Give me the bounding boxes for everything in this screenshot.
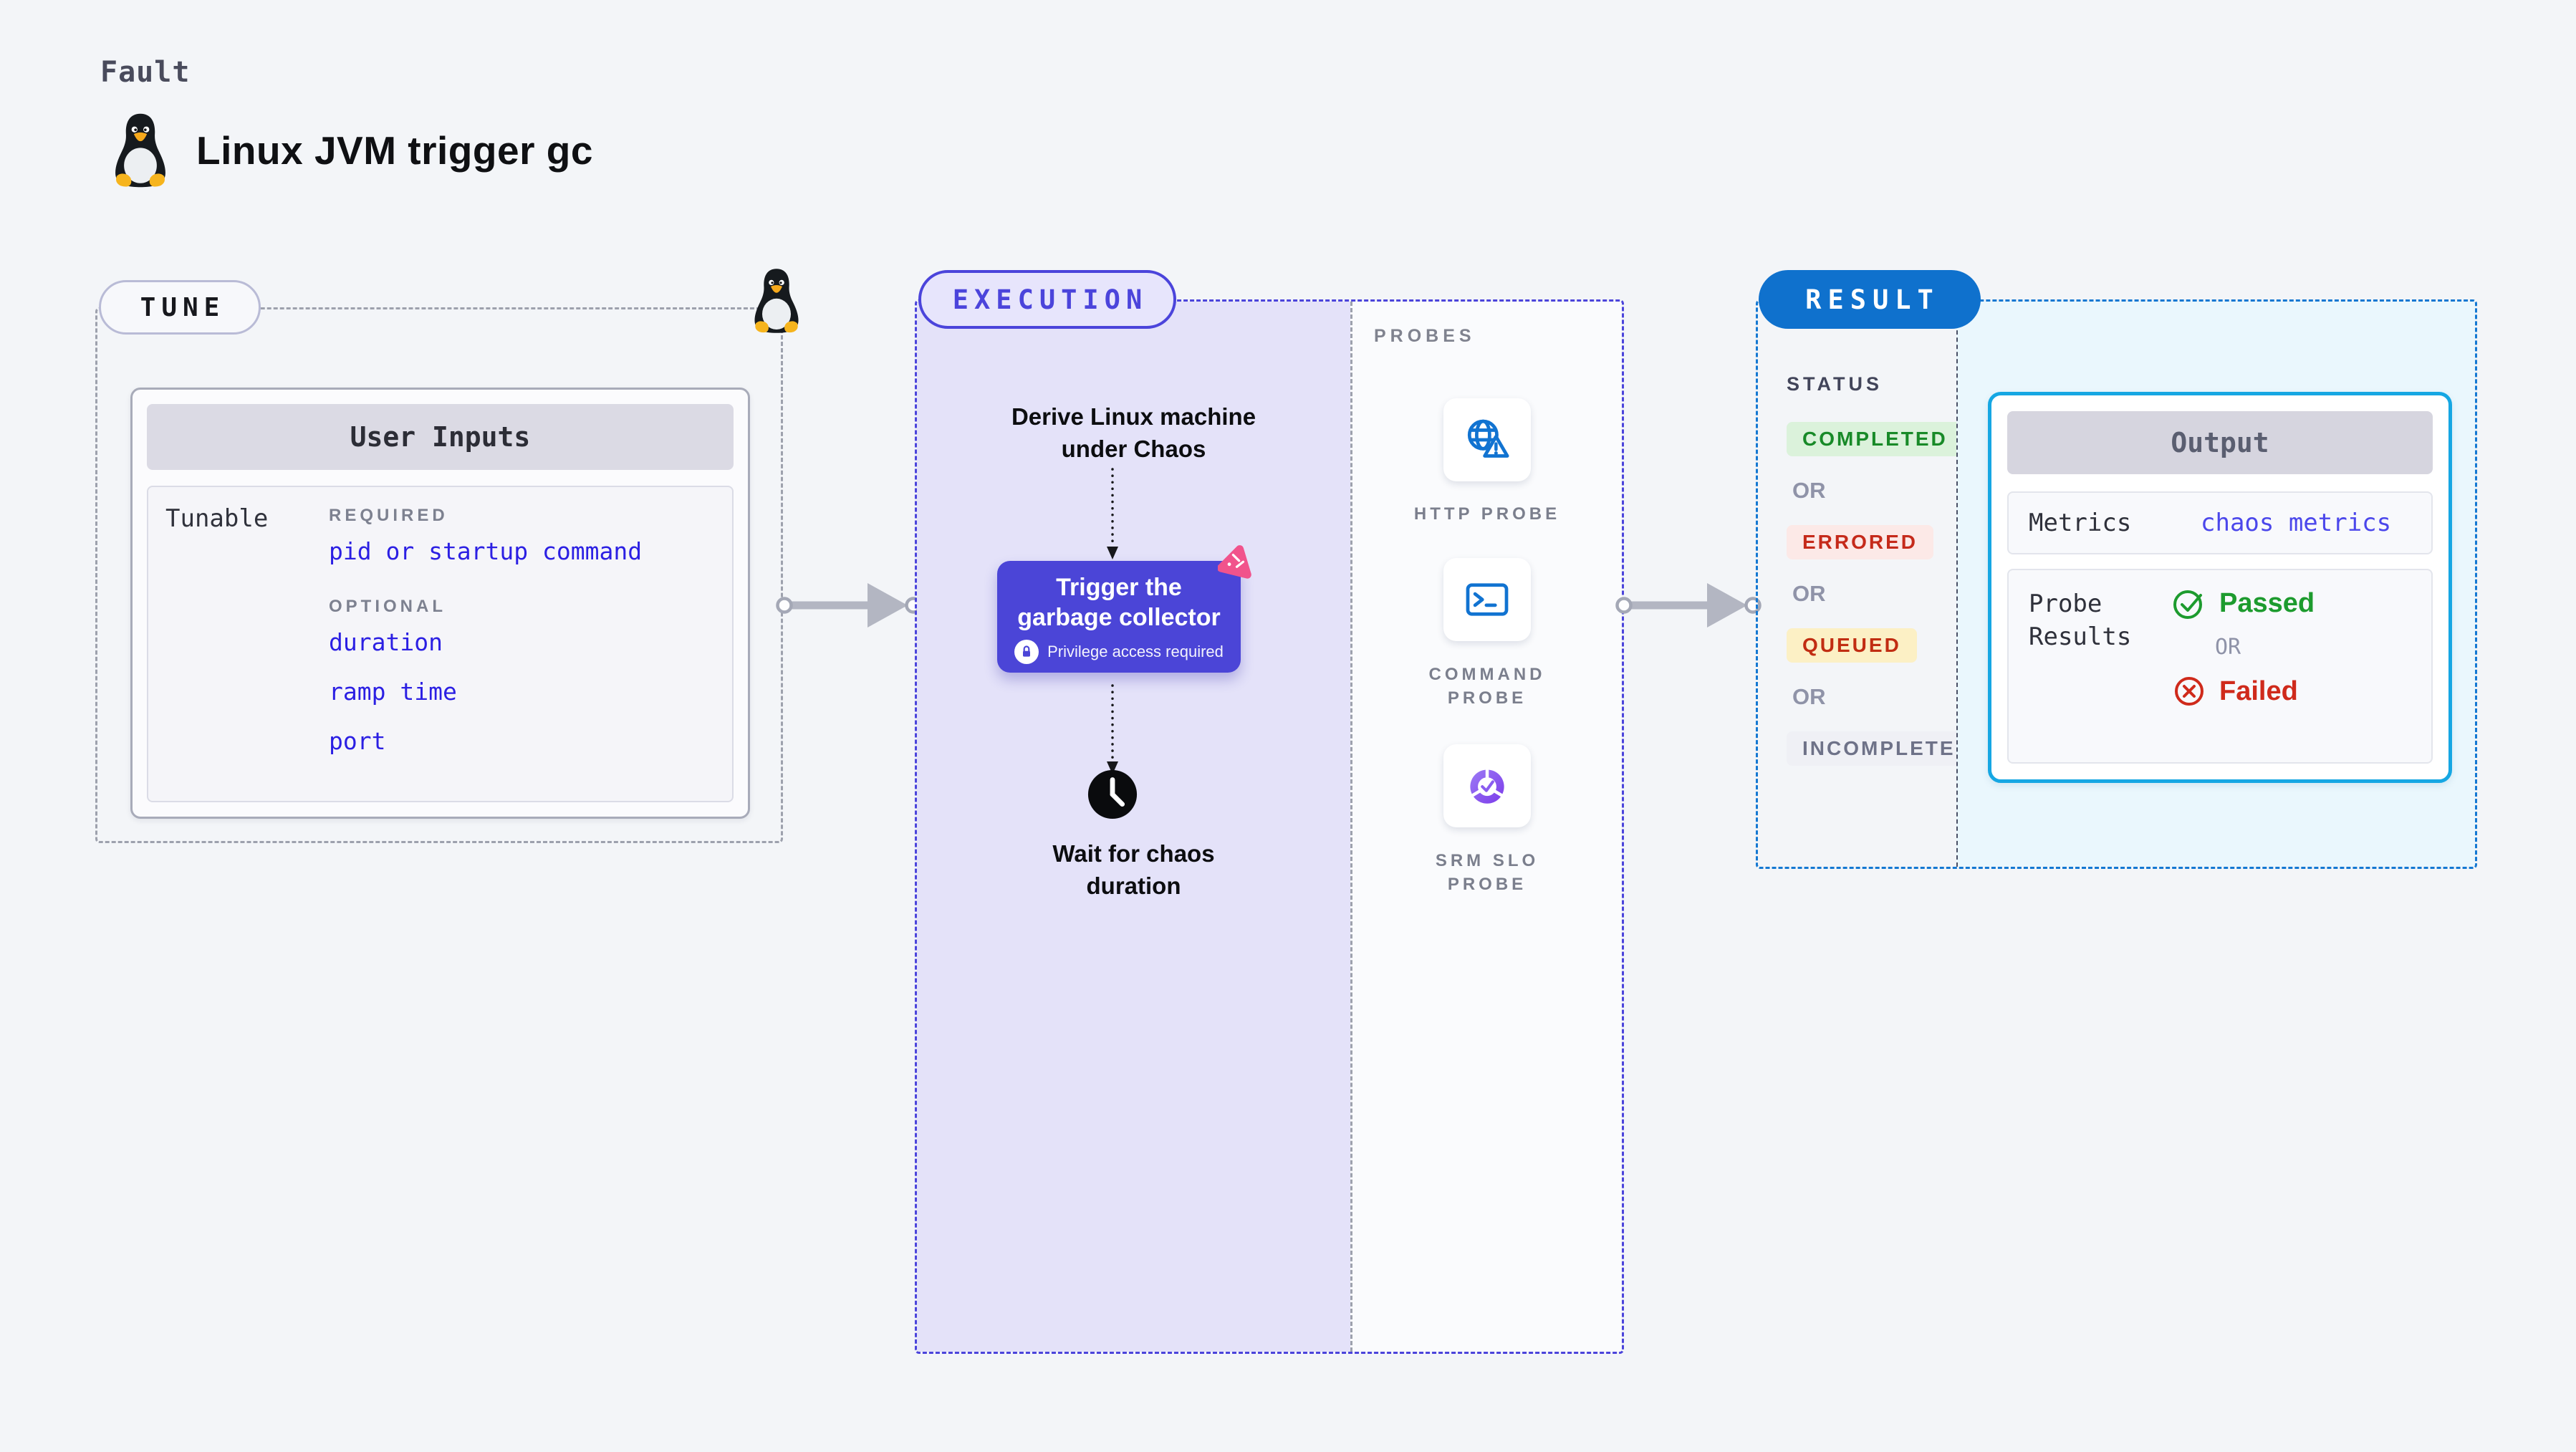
metrics-row: Metrics chaos metrics (2007, 491, 2433, 554)
tune-section-box (95, 307, 783, 843)
flow-arrow-icon (776, 583, 922, 628)
terminal-icon (1466, 583, 1509, 616)
output-box: Output Metrics chaos metrics Probe Resul… (1988, 392, 2452, 783)
flow-arrow-icon (1615, 583, 1762, 628)
trigger-gc-line2: garbage collector (1017, 604, 1221, 631)
slo-gauge-icon (1470, 768, 1504, 804)
user-inputs-body: Tunable REQUIRED pid or startup command … (147, 486, 734, 802)
step-wait-line2: duration (1086, 872, 1181, 899)
privilege-note-row: Privilege access required (997, 640, 1241, 664)
output-panel: Output Metrics chaos metrics Probe Resul… (1956, 302, 2475, 867)
probe-label-line: PROBE (1447, 688, 1527, 708)
passed-row: Passed (2172, 586, 2315, 620)
tunable-link-duration[interactable]: duration (329, 628, 443, 656)
page-header: Linux JVM trigger gc (106, 112, 593, 189)
dotted-arrow-icon (1107, 684, 1118, 774)
privilege-note-text: Privilege access required (1047, 643, 1224, 660)
tunable-link-ramp-time[interactable]: ramp time (329, 678, 457, 706)
execution-step-wait: Wait for chaos duration (917, 837, 1350, 902)
srm-slo-probe-label: SRM SLO PROBE (1352, 849, 1622, 896)
tunable-fields: REQUIRED pid or startup command OPTIONAL… (329, 487, 642, 801)
required-group-label: REQUIRED (329, 506, 448, 525)
dotted-arrow-icon (1107, 468, 1118, 559)
command-probe-card[interactable] (1443, 558, 1531, 641)
check-circle-icon (2173, 590, 2202, 619)
page-title: Linux JVM trigger gc (196, 128, 593, 173)
lock-icon (1014, 640, 1039, 664)
or-separator: OR (1792, 684, 1826, 709)
probe-results-row: Probe Results Passed OR (2007, 569, 2433, 764)
tunable-row-label: Tunable (165, 504, 269, 533)
linux-tux-icon (754, 269, 799, 333)
clock-icon (1087, 769, 1138, 819)
probe-results-label: Probe Results (2029, 587, 2172, 762)
or-separator: OR (1792, 581, 1826, 606)
status-badge-incompleted: INCOMPLETED (1787, 731, 1988, 766)
probe-results-line1: Probe (2029, 590, 2102, 618)
result-section-box: STATUS COMPLETED OR ERRORED OR QUEUED OR… (1756, 299, 2477, 869)
chaos-litmus-icon (1218, 545, 1251, 579)
globe-alert-icon (1467, 419, 1509, 458)
fault-category-label: Fault (100, 56, 191, 89)
optional-group-label: OPTIONAL (329, 597, 446, 616)
user-inputs-header: User Inputs (147, 404, 734, 470)
http-probe-card[interactable] (1443, 398, 1531, 481)
linux-tux-icon (115, 113, 165, 188)
probe-results-values: Passed OR Failed (2172, 586, 2315, 762)
failed-row: Failed (2172, 674, 2315, 708)
result-pill: RESULT (1759, 270, 1981, 329)
or-separator: OR (1792, 478, 1826, 503)
probe-label-line: PROBE (1447, 875, 1527, 894)
or-separator: OR (2215, 635, 2241, 660)
step-derive-line2: under Chaos (1061, 436, 1206, 462)
command-probe-label: COMMAND PROBE (1352, 663, 1622, 710)
execution-pill: EXECUTION (918, 270, 1176, 329)
execution-section-box: Derive Linux machine under Chaos Trigger… (915, 299, 1624, 1354)
srm-slo-probe-card[interactable] (1443, 744, 1531, 827)
metrics-value-link[interactable]: chaos metrics (2201, 509, 2392, 537)
http-probe-label: HTTP PROBE (1352, 502, 1622, 526)
trigger-gc-node[interactable]: Trigger the garbage collector Privilege … (997, 561, 1241, 673)
status-badge-stack: COMPLETED OR ERRORED OR QUEUED OR INCOMP… (1787, 422, 1988, 766)
tune-pill: TUNE (99, 280, 261, 335)
status-label: STATUS (1787, 373, 1883, 395)
status-badge-completed: COMPLETED (1787, 422, 1964, 456)
user-inputs-card: User Inputs Tunable REQUIRED pid or star… (130, 388, 750, 819)
probe-label-line: HTTP PROBE (1413, 504, 1561, 524)
failed-text: Failed (2219, 675, 2298, 706)
probes-section-label: PROBES (1374, 326, 1476, 346)
probe-label-line: SRM SLO (1435, 851, 1539, 870)
status-column: STATUS COMPLETED OR ERRORED OR QUEUED OR… (1758, 302, 1988, 867)
status-badge-queued: QUEUED (1787, 628, 1917, 663)
tunable-link-pid[interactable]: pid or startup command (329, 537, 643, 565)
step-wait-line1: Wait for chaos (1052, 840, 1215, 867)
metrics-label: Metrics (2029, 509, 2132, 537)
status-badge-errored: ERRORED (1787, 525, 1934, 559)
probe-label-line: COMMAND (1428, 665, 1546, 684)
probes-panel: PROBES HTTP PROBE (1350, 302, 1622, 1352)
step-derive-line1: Derive Linux machine (1011, 403, 1256, 430)
x-circle-icon (2175, 677, 2203, 706)
execution-flow-area: Derive Linux machine under Chaos Trigger… (917, 302, 1350, 1352)
passed-text: Passed (2219, 587, 2315, 618)
tunable-link-port[interactable]: port (329, 727, 386, 755)
trigger-gc-line1: Trigger the (1056, 574, 1182, 601)
execution-step-derive: Derive Linux machine under Chaos (917, 400, 1350, 465)
probe-results-line2: Results (2029, 622, 2132, 651)
output-header: Output (2007, 411, 2433, 474)
